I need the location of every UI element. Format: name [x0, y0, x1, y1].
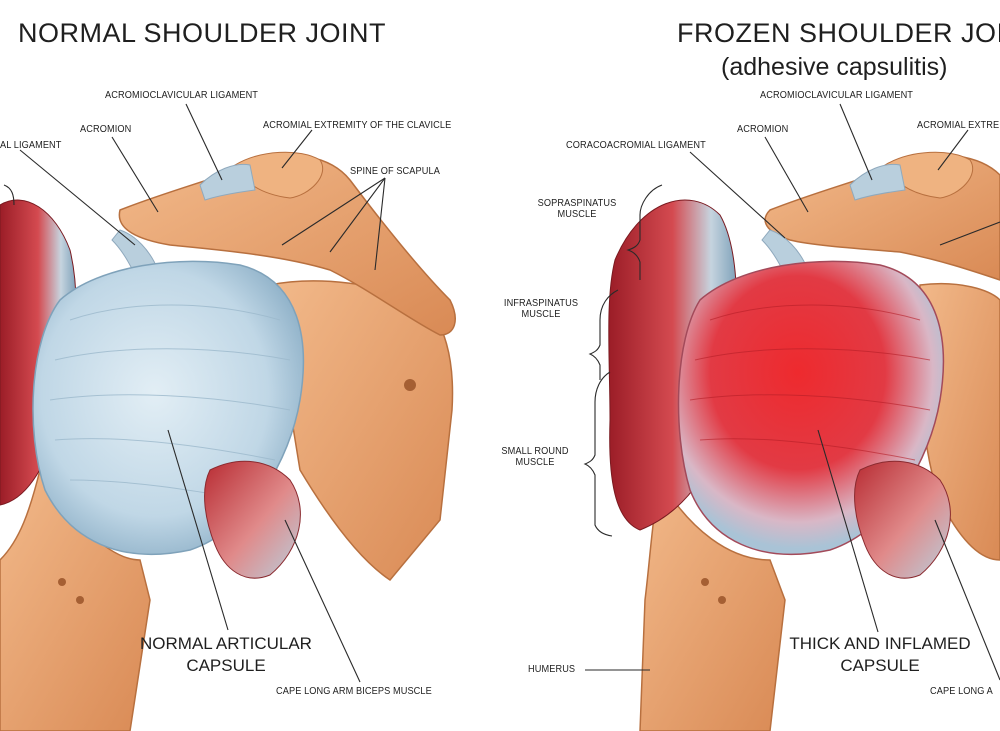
- label-acromial-extremity-left: ACROMIAL EXTREMITY OF THE CLAVICLE: [263, 120, 452, 131]
- label-cape-long-arm-right: CAPE LONG A: [930, 686, 993, 697]
- label-supraspinatus: SOPRASPINATUS MUSCLE: [536, 198, 619, 220]
- label-coracoacromial-ligament-left: AL LIGAMENT: [0, 140, 62, 151]
- frozen-shoulder-title: FROZEN SHOULDER JOINT: [677, 18, 1000, 48]
- label-supraspinatus-line2: MUSCLE: [557, 209, 597, 220]
- label-humerus: HUMERUS: [528, 664, 576, 675]
- label-acromial-extremity-right: ACROMIAL EXTRE: [917, 120, 1000, 131]
- label-normal-capsule-line1: NORMAL ARTICULAR: [140, 634, 312, 653]
- label-normal-capsule-line2: CAPSULE: [186, 656, 266, 675]
- label-acromion-right: ACROMION: [737, 124, 789, 135]
- label-acromion-left: ACROMION: [80, 124, 132, 135]
- label-infraspinatus-line2: MUSCLE: [521, 309, 561, 320]
- label-inflamed-capsule: THICK AND INFLAMED CAPSULE: [778, 633, 982, 677]
- label-small-round-line1: SMALL ROUND: [501, 446, 569, 457]
- label-acromioclavicular-ligament-left: ACROMIOCLAVICULAR LIGAMENT: [105, 90, 259, 101]
- frozen-shoulder-illustration: [608, 151, 1000, 731]
- normal-shoulder-title: NORMAL SHOULDER JOINT: [18, 18, 387, 48]
- leader-lines: [3, 103, 1000, 683]
- label-normal-capsule: NORMAL ARTICULAR CAPSULE: [138, 633, 314, 677]
- label-coracoacromial-ligament-right: CORACOACROMIAL LIGAMENT: [566, 140, 706, 151]
- label-cape-long-arm-left: CAPE LONG ARM BICEPS MUSCLE: [276, 686, 432, 697]
- label-infraspinatus-line1: INFRASPINATUS: [503, 298, 579, 309]
- label-infraspinatus: INFRASPINATUS MUSCLE: [500, 298, 583, 320]
- label-supraspinatus-line1: SOPRASPINATUS: [537, 198, 617, 209]
- label-small-round-line2: MUSCLE: [515, 457, 555, 468]
- normal-shoulder-illustration: [0, 151, 456, 731]
- label-inflamed-capsule-line1: THICK AND INFLAMED: [789, 634, 971, 653]
- label-spine-of-scapula: SPINE OF SCAPULA: [350, 166, 440, 177]
- frozen-shoulder-subtitle: (adhesive capsulitis): [721, 53, 948, 81]
- label-inflamed-capsule-line2: CAPSULE: [840, 656, 920, 675]
- label-small-round: SMALL ROUND MUSCLE: [494, 446, 577, 468]
- label-acromioclavicular-ligament-right: ACROMIOCLAVICULAR LIGAMENT: [760, 90, 914, 101]
